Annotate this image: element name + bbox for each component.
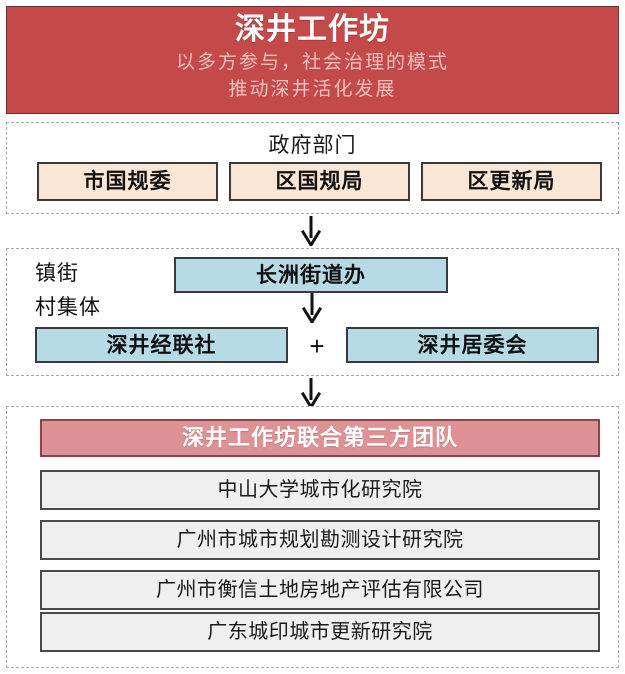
gov-box-district-planning-bureau[interactable]: 区国规局	[229, 162, 410, 201]
team-lead-label: 深井工作坊联合第三方团队	[181, 425, 458, 450]
section-government: 政府部门 市国规委 区国规局 区更新局	[6, 122, 619, 214]
gov-box-district-renewal-bureau[interactable]: 区更新局	[421, 162, 602, 201]
town-box-label: 深井经联社	[106, 333, 217, 357]
team-member-box-guangzhou-urban-planning-survey-design-institute[interactable]: 广州市城市规划勘测设计研究院	[40, 520, 600, 560]
arrow-street-to-collective-icon	[298, 293, 326, 323]
town-side-label-town-street: 镇街	[35, 262, 79, 285]
section-government-title: 政府部门	[268, 134, 357, 157]
section-third-party-team: 深井工作坊联合第三方团队 中山大学城市化研究院 广州市城市规划勘测设计研究院 广…	[6, 406, 619, 668]
gov-box-label: 区国规局	[275, 170, 364, 193]
gov-box-label: 区更新局	[467, 170, 556, 193]
arrow-gov-to-town-icon	[297, 216, 325, 246]
team-member-label: 广东城印城市更新研究院	[207, 621, 433, 643]
gov-box-label: 市国规委	[83, 170, 172, 193]
town-box-changzhou-street-office[interactable]: 长洲街道办	[174, 257, 448, 293]
town-box-shenjing-residents-committee[interactable]: 深井居委会	[346, 327, 599, 363]
town-box-label: 长洲街道办	[256, 263, 366, 287]
gov-box-city-planning-committee[interactable]: 市国规委	[37, 162, 218, 201]
plus-connector: +	[309, 331, 325, 361]
team-member-box-guangzhou-hengxin-land-real-estate-appraisal[interactable]: 广州市衡信土地房地产评估有限公司	[40, 570, 600, 610]
team-member-box-sun-yat-sen-university-urbanization-institute[interactable]: 中山大学城市化研究院	[40, 470, 600, 510]
team-member-label: 广州市衡信土地房地产评估有限公司	[156, 579, 484, 601]
header-subtitle-line-2-text: 推动深井活化发展	[228, 79, 397, 101]
arrow-town-to-team-icon	[297, 378, 325, 408]
page-title: 深井工作坊	[235, 13, 390, 46]
team-member-label: 广州市城市规划勘测设计研究院	[176, 529, 464, 551]
header-subtitle-line-1-text: 以多方参与，社会治理的模式	[175, 51, 449, 73]
town-box-shenjing-economic-cooperative[interactable]: 深井经联社	[35, 327, 288, 363]
team-member-box-guangdong-chengyin-urban-renewal-institute[interactable]: 广东城印城市更新研究院	[40, 612, 600, 652]
team-lead-box-shenjing-workshop-joint-third-party-team[interactable]: 深井工作坊联合第三方团队	[40, 419, 600, 457]
town-side-label-village-collective: 村集体	[35, 296, 101, 319]
town-box-label: 深井居委会	[417, 333, 528, 357]
team-member-label: 中山大学城市化研究院	[217, 479, 423, 501]
section-town-village: 镇街 村集体 长洲街道办 深井经联社 + 深井居委会	[6, 248, 619, 376]
header-banner: 深井工作坊 以多方参与，社会治理的模式 推动深井活化发展	[6, 6, 619, 114]
